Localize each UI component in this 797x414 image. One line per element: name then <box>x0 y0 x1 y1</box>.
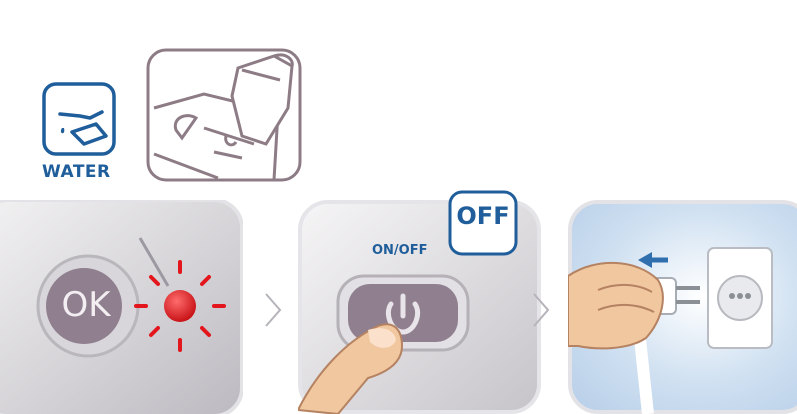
pour-water-illustration <box>146 48 302 182</box>
red-indicator-light <box>164 290 196 322</box>
water-label: WATER <box>42 162 122 182</box>
on-off-label: ON/OFF <box>372 243 428 258</box>
unplug-panel <box>568 200 797 414</box>
ok-button-label: OK <box>46 285 126 325</box>
chevron-right-icon <box>530 290 552 330</box>
water-icon <box>42 82 116 156</box>
chevron-right-icon <box>262 290 284 330</box>
off-badge-text: OFF <box>448 202 518 230</box>
